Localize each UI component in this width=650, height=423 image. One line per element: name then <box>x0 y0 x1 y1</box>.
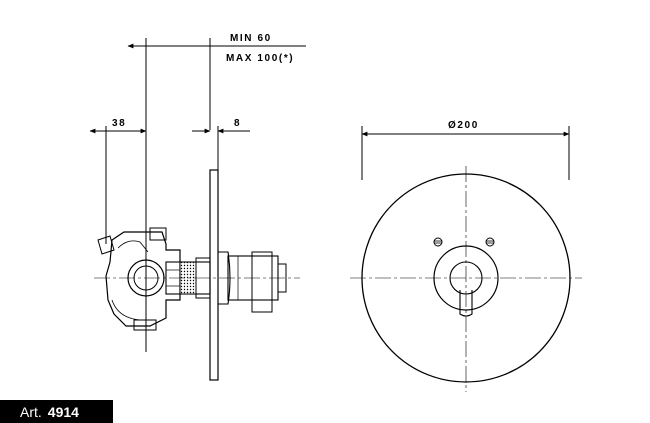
dim-label-diameter: Ø200 <box>448 120 479 131</box>
handle-lever <box>251 251 273 313</box>
valve-body-inner <box>117 240 149 253</box>
valve-body-lower-curve <box>111 299 141 321</box>
article-number: 4914 <box>47 403 79 420</box>
dim-label-max: MAX 100(*) <box>226 53 294 64</box>
valve-body-lug-top <box>97 235 115 255</box>
wall-plate <box>209 169 219 381</box>
screw-right <box>485 237 495 247</box>
side-view <box>89 38 306 381</box>
valve-body-bottom-fitting <box>133 319 157 331</box>
dim-label-8: 8 <box>234 118 241 129</box>
article-badge: Art. 4914 <box>0 400 113 423</box>
valve-body <box>105 231 181 327</box>
dim-label-38: 38 <box>112 118 126 129</box>
front-view <box>350 126 582 392</box>
dim-label-min: MIN 60 <box>230 33 272 44</box>
screw-left <box>433 237 443 247</box>
valve-body-top-fitting <box>149 227 167 241</box>
article-prefix: Art. <box>20 403 42 420</box>
